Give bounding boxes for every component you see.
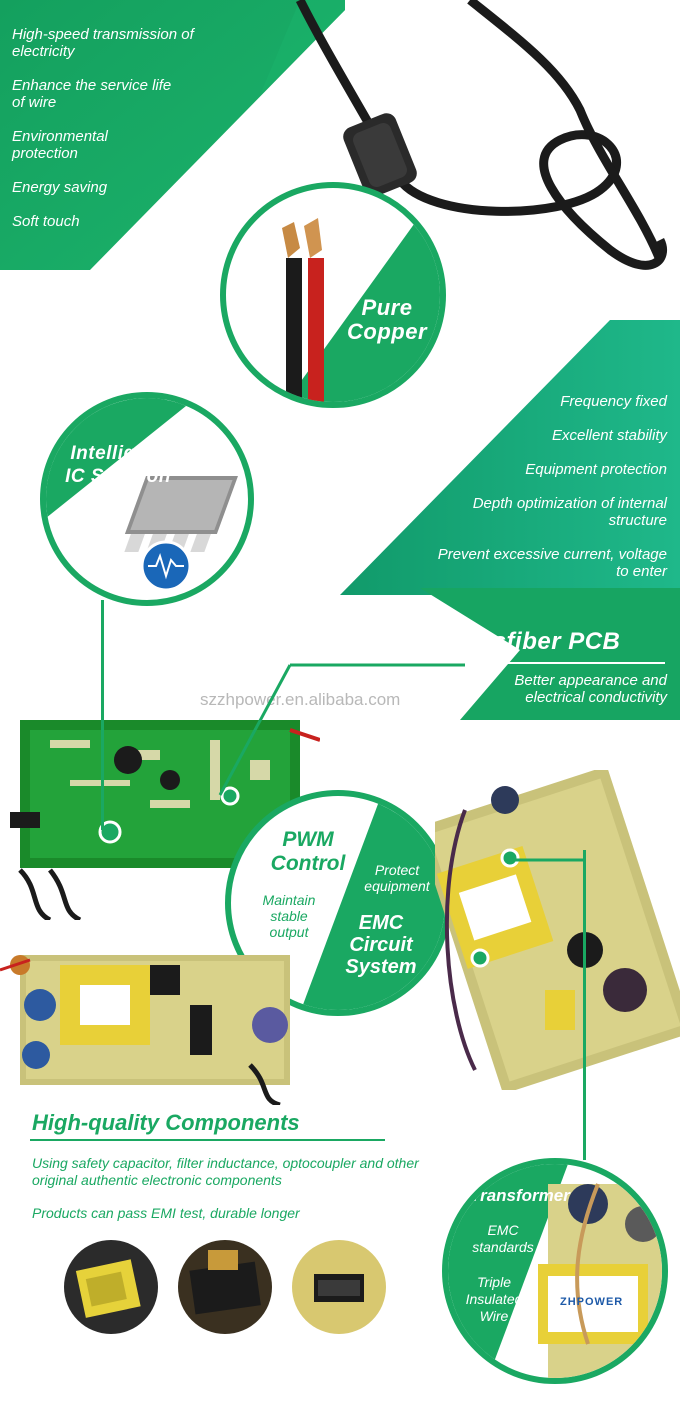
- pwm-left-text: Maintain stable output: [262, 892, 316, 940]
- connector-line: [583, 850, 586, 1160]
- transformer-title: Transformer: [470, 1186, 570, 1205]
- classfiber-pcb-title: Classfiber PCB: [440, 628, 621, 655]
- pwm-control-title: PWM Control: [270, 828, 346, 875]
- transformer-circle: ZHPOWER Transformer EMC standards Triple…: [442, 1158, 668, 1384]
- components-emi-text: Products can pass EMI test, durable long…: [32, 1205, 300, 1221]
- yellow-pcb-photo: [0, 955, 290, 1105]
- pure-copper-title: Pure Copper: [347, 295, 427, 344]
- pwm-right-text: Protect equipment: [364, 862, 430, 894]
- feature-text: High-speed transmission of electricity: [12, 26, 194, 60]
- pure-copper-circle: Pure Copper: [220, 182, 446, 408]
- feature-text: Frequency fixed: [560, 393, 667, 410]
- feature-text: Enhance the service life of wire: [12, 77, 172, 111]
- feature-text: Prevent excessive current, voltage to en…: [437, 546, 667, 580]
- intelligent-ic-title: Intelligent IC Solution: [65, 443, 171, 487]
- transformer-brand-label: ZHPOWER: [560, 1296, 624, 1308]
- transformer-feature: Triple Insulated Wire: [465, 1274, 523, 1324]
- title-underline: [420, 662, 665, 664]
- ic-feature-band: [340, 320, 680, 720]
- feature-text: Soft touch: [12, 213, 80, 230]
- feature-text: Depth optimization of internal structure: [472, 495, 667, 529]
- feature-text: Environmental protection: [12, 128, 108, 162]
- watermark: szzhpower.en.alibaba.com: [200, 690, 401, 709]
- connector-line-transformer: [505, 858, 585, 862]
- intelligent-ic-circle: Intelligent IC Solution: [40, 392, 254, 606]
- feature-text: Better appearance and electrical conduct…: [514, 672, 667, 706]
- optocoupler-thumbnail: [292, 1240, 386, 1334]
- components-title: High-quality Components: [32, 1110, 300, 1135]
- ic-chip-illustration: [46, 398, 238, 592]
- feature-text: Anti-corrosion: [574, 723, 667, 740]
- emc-circuit-title: EMC Circuit System: [345, 912, 417, 978]
- vertical-pcb-photo: [435, 770, 680, 1090]
- transformer-feature: EMC standards: [472, 1222, 534, 1255]
- connector-line-pcb: [218, 663, 465, 796]
- filter-inductance-thumbnail: [178, 1240, 272, 1334]
- pwm-emc-background: [301, 796, 445, 1010]
- top-green-banner: [0, 0, 668, 270]
- safety-capacitor-thumbnail: [64, 1240, 158, 1334]
- feature-text: Excellent stability: [551, 427, 667, 444]
- title-underline: [30, 1139, 385, 1141]
- feature-text: Energy saving: [12, 179, 108, 196]
- transformer-background: [448, 1164, 662, 1378]
- copper-wire-illustration: [282, 188, 440, 402]
- connector-line: [101, 600, 104, 830]
- feature-text: Equipment protection: [525, 461, 667, 478]
- components-description: Using safety capacitor, filter inductanc…: [32, 1155, 419, 1188]
